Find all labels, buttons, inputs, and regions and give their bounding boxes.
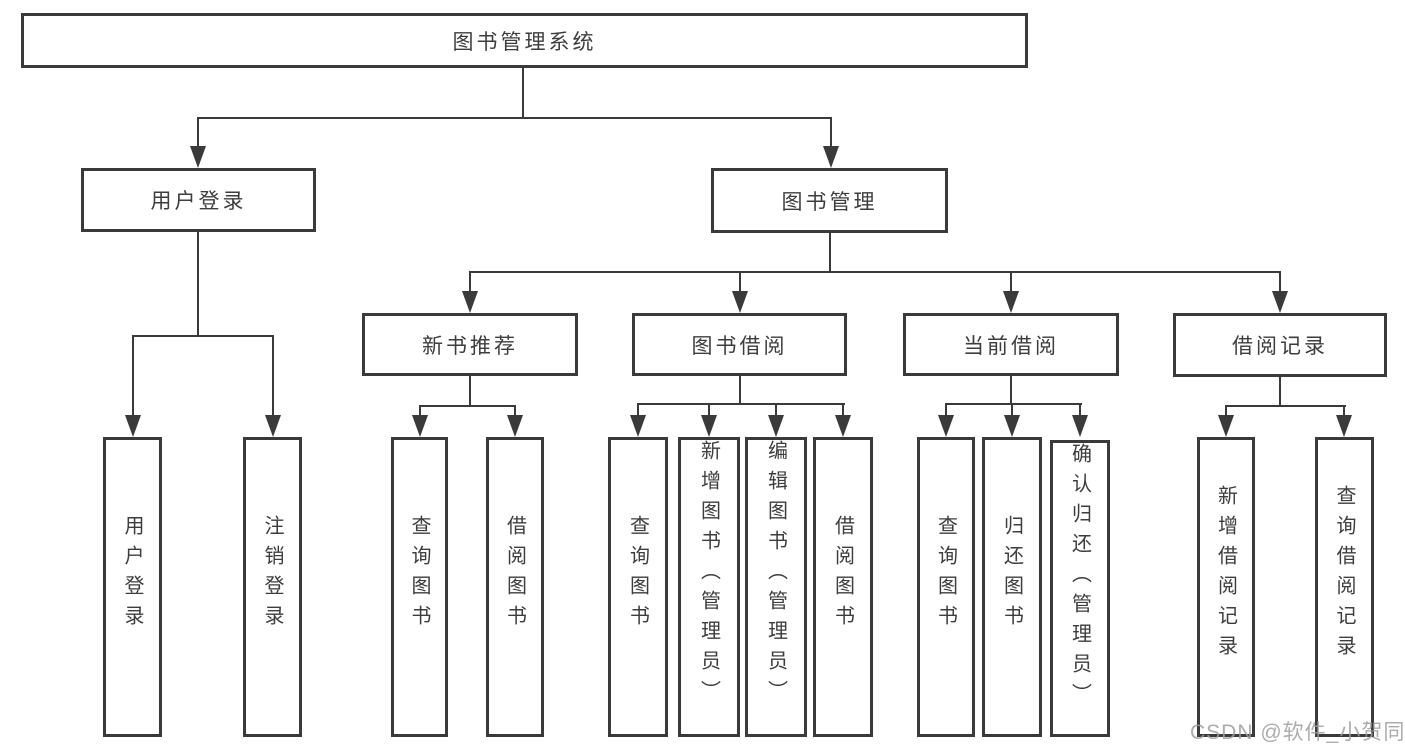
leaf-query-books-borrowing: 查询图书: [608, 437, 668, 737]
arrowhead-down-icon: [768, 415, 784, 437]
node-label: 新增借阅记录: [1214, 485, 1237, 665]
connector-line: [1225, 405, 1346, 407]
node-label: 确认归还（管理员）: [1068, 443, 1091, 713]
connector-line: [775, 403, 777, 418]
node-borrowing-records: 借阅记录: [1173, 313, 1387, 377]
arrowhead-down-icon: [507, 415, 523, 437]
node-label: 查询图书: [934, 515, 957, 635]
connector-line: [1010, 375, 1012, 405]
arrowhead-down-icon: [1218, 415, 1234, 437]
node-label: 新书推荐: [422, 334, 518, 358]
arrowhead-down-icon: [1004, 415, 1020, 437]
csdn-watermark: CSDN @软件_小贺同学: [1190, 721, 1405, 744]
leaf-confirm-return-admin: 确认归还（管理员）: [1050, 440, 1110, 737]
node-book-borrowing: 图书借阅: [632, 313, 847, 376]
node-new-book-recommend: 新书推荐: [362, 313, 578, 376]
connector-line: [739, 376, 741, 405]
leaf-query-borrow-record: 查询借阅记录: [1315, 437, 1374, 737]
node-label: 借阅图书: [831, 515, 854, 635]
connector-line: [708, 403, 710, 418]
node-label: 查询借阅记录: [1333, 485, 1355, 665]
leaf-query-books-recommend: 查询图书: [391, 437, 448, 737]
node-label: 用户登录: [121, 515, 143, 635]
arrowhead-down-icon: [732, 291, 748, 313]
arrowhead-down-icon: [1072, 415, 1088, 437]
connector-line: [1079, 403, 1081, 418]
node-user-login: 用户登录: [81, 168, 316, 232]
connector-line: [1279, 271, 1281, 295]
arrowhead-down-icon: [125, 415, 141, 437]
connector-line: [514, 405, 516, 418]
connector-line: [469, 376, 471, 407]
arrowhead-down-icon: [630, 415, 646, 437]
connector-line: [842, 403, 844, 418]
connector-line: [1010, 271, 1012, 295]
connector-line: [1343, 405, 1345, 418]
connector-line: [829, 232, 831, 273]
arrowhead-down-icon: [823, 146, 839, 168]
arrowhead-down-icon: [835, 415, 851, 437]
node-label: 图书借阅: [691, 334, 788, 358]
connector-line: [197, 117, 832, 119]
node-label: 编辑图书（管理员）: [764, 440, 787, 710]
node-book-management: 图书管理: [711, 168, 948, 233]
connector-line: [469, 271, 471, 295]
connector-line: [522, 68, 524, 118]
connector-line: [132, 335, 134, 417]
arrowhead-down-icon: [462, 291, 478, 313]
connector-line: [1225, 405, 1227, 418]
leaf-logout-login: 注销登录: [243, 437, 302, 737]
leaf-add-books-admin: 新增图书（管理员）: [678, 437, 740, 737]
arrowhead-down-icon: [701, 415, 717, 437]
node-current-borrowing: 当前借阅: [903, 313, 1119, 376]
connector-line: [945, 403, 947, 418]
leaf-return-books: 归还图书: [982, 437, 1042, 737]
node-label: 当前借阅: [963, 334, 1059, 358]
connector-line: [419, 405, 516, 407]
connector-line: [197, 232, 199, 337]
connector-line: [830, 117, 832, 150]
leaf-user-login: 用户登录: [103, 437, 162, 737]
connector-line: [419, 405, 421, 418]
connector-line: [132, 335, 274, 337]
connector-line: [739, 271, 741, 295]
arrowhead-down-icon: [412, 415, 428, 437]
node-library-management-system: 图书管理系统: [21, 13, 1028, 68]
node-label: 图书管理: [781, 190, 878, 214]
leaf-add-borrow-record: 新增借阅记录: [1197, 437, 1255, 737]
node-label: 归还图书: [1000, 515, 1023, 635]
arrowhead-down-icon: [265, 415, 281, 437]
arrowhead-down-icon: [1003, 291, 1019, 313]
node-label: 注销登录: [261, 515, 283, 635]
connector-line: [945, 403, 1082, 405]
connector-line: [197, 117, 199, 150]
arrowhead-down-icon: [1336, 415, 1352, 437]
node-label: 图书管理系统: [452, 30, 597, 54]
arrowhead-down-icon: [1272, 291, 1288, 313]
node-label: 用户登录: [150, 190, 247, 213]
leaf-borrow-books-recommend: 借阅图书: [486, 437, 544, 737]
connector-line: [1279, 377, 1281, 407]
leaf-query-books-current: 查询图书: [917, 437, 975, 737]
connector-line: [637, 403, 639, 418]
connector-line: [637, 403, 845, 405]
leaf-borrow-books: 借阅图书: [813, 437, 873, 737]
node-label: 查询图书: [626, 515, 649, 635]
node-label: 新增图书（管理员）: [697, 440, 720, 710]
arrowhead-down-icon: [190, 146, 206, 168]
node-label: 查询图书: [408, 515, 430, 635]
node-label: 借阅图书: [503, 515, 526, 635]
node-label: 借阅记录: [1232, 335, 1328, 358]
leaf-edit-books-admin: 编辑图书（管理员）: [745, 437, 807, 737]
connector-line: [1011, 403, 1013, 418]
connector-line: [272, 335, 274, 417]
connector-line: [469, 271, 1281, 273]
arrowhead-down-icon: [938, 415, 954, 437]
